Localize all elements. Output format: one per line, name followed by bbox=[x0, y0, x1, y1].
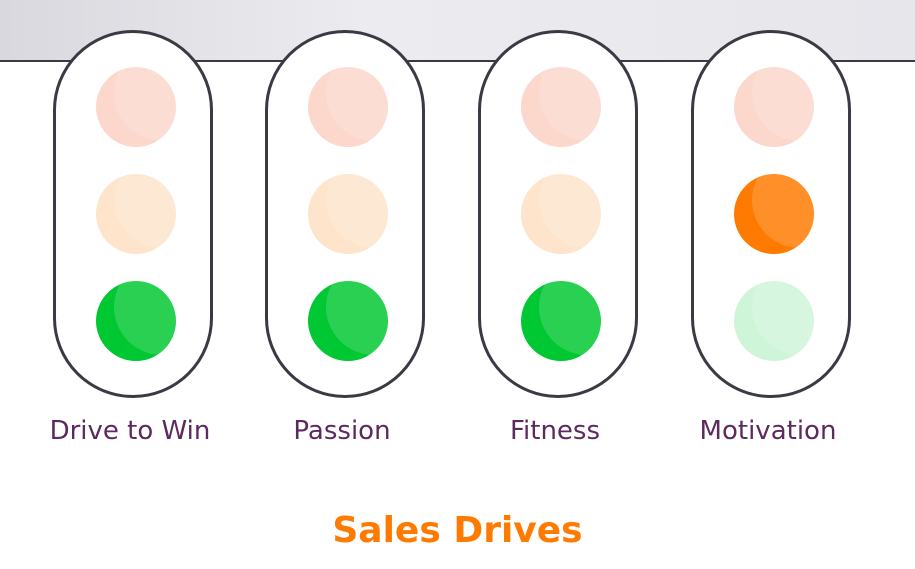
traffic-light-motivation bbox=[691, 30, 851, 398]
red-lamp-icon bbox=[96, 67, 176, 147]
page-title: Sales Drives bbox=[332, 510, 583, 551]
green-lamp-icon bbox=[308, 281, 388, 361]
traffic-light-drive-to-win bbox=[53, 30, 213, 398]
red-lamp-icon bbox=[308, 67, 388, 147]
traffic-light-fitness bbox=[478, 30, 638, 398]
amber-lamp-icon bbox=[521, 174, 601, 254]
traffic-light-passion bbox=[265, 30, 425, 398]
amber-lamp-icon bbox=[308, 174, 388, 254]
drive-label-passion: Passion bbox=[293, 416, 391, 446]
green-lamp-icon bbox=[521, 281, 601, 361]
green-lamp-icon bbox=[96, 281, 176, 361]
green-lamp-icon bbox=[734, 281, 814, 361]
red-lamp-icon bbox=[521, 67, 601, 147]
drive-label-drive-to-win: Drive to Win bbox=[49, 416, 211, 446]
red-lamp-icon bbox=[734, 67, 814, 147]
amber-lamp-icon bbox=[734, 174, 814, 254]
drive-label-motivation: Motivation bbox=[699, 416, 837, 446]
drive-label-fitness: Fitness bbox=[509, 416, 601, 446]
amber-lamp-icon bbox=[96, 174, 176, 254]
